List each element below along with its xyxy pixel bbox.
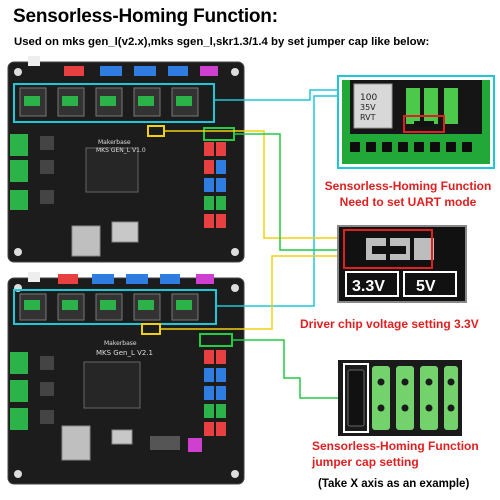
page-subtitle: Used on mks gen_l(v2.x),mks sgen_l,skr1.… — [14, 36, 430, 48]
sd-card-slot — [111, 221, 139, 243]
uart-pins-highlight — [13, 83, 215, 123]
voltage-jumper-selected — [343, 229, 433, 269]
uart-callout-line2: Need to set UART mode — [339, 195, 477, 209]
crystal — [111, 429, 133, 445]
connector-white — [28, 272, 40, 282]
mount-hole — [14, 248, 22, 256]
power-terminal — [10, 408, 28, 430]
capacitor-label-35v: 35V — [360, 103, 376, 112]
callout-lines — [160, 89, 338, 399]
jumper-callout-label: Sensorless-Homing Function jumper cap se… — [312, 438, 479, 470]
uart-jumper-highlight — [403, 115, 445, 133]
connector-blue — [100, 66, 122, 76]
jumper-block — [406, 88, 420, 124]
page-title: Sensorless-Homing Function: — [13, 6, 278, 27]
capacitor — [353, 83, 393, 129]
connector-magenta — [196, 274, 214, 284]
header-pins — [150, 436, 180, 450]
power-terminal — [10, 352, 28, 374]
driver-module-pins — [350, 142, 472, 152]
driver-module-callout: 100 35V RVT — [337, 75, 495, 169]
voltage-option-5v: 5V — [416, 278, 436, 295]
mount-hole — [14, 68, 22, 76]
uart-callout-label: Sensorless-Homing Function Need to set U… — [318, 178, 498, 210]
connector-blue — [126, 274, 148, 284]
usb-port — [71, 225, 101, 257]
bottom-board-brand: Makerbase — [104, 340, 137, 347]
power-terminal — [10, 190, 28, 210]
mount-hole — [231, 68, 239, 76]
connector-blue — [168, 66, 188, 76]
connector-magenta — [200, 66, 218, 76]
power-terminal — [10, 160, 28, 182]
jumper-cap-selected — [343, 363, 369, 433]
connector-blue — [160, 274, 180, 284]
top-board-brand: Makerbase — [98, 139, 131, 146]
mcu-chip — [83, 361, 141, 409]
connector-magenta — [188, 438, 202, 452]
jumper-pin-blocks — [372, 366, 458, 430]
voltage-callout-label: Driver chip voltage setting 3.3V — [300, 317, 479, 331]
mount-hole — [231, 284, 239, 292]
mosfet — [40, 136, 54, 150]
endstop-connectors — [204, 350, 226, 436]
jumper-callout-line1: Sensorless-Homing Function — [312, 439, 479, 453]
bottom-board-model: MKS Gen_L V2.1 — [96, 349, 153, 357]
connector-red — [64, 66, 84, 76]
mount-hole — [231, 248, 239, 256]
mosfet — [40, 356, 54, 370]
uart-pins-highlight — [13, 289, 217, 325]
connector-blue — [92, 274, 114, 284]
voltage-5v-box — [403, 271, 457, 297]
top-board-model: MKS GEN_L V1.0 — [96, 147, 146, 154]
driver-slot-row — [19, 293, 199, 321]
jumper-cap — [347, 369, 365, 427]
jumper-callout-line2: jumper cap setting — [312, 455, 419, 469]
uart-callout-line1: Sensorless-Homing Function — [324, 179, 492, 193]
jumper-callout-note: (Take X axis as an example) — [318, 478, 470, 490]
header-pin — [414, 238, 434, 260]
driver-slot-row — [19, 87, 199, 117]
mosfet — [40, 410, 54, 424]
driver-module-frame — [337, 75, 495, 169]
jumper-block — [424, 88, 438, 124]
connector-red — [58, 274, 78, 284]
voltage-selector-callout: 3.3V 5V — [337, 225, 467, 303]
power-terminal — [10, 380, 28, 402]
connector-blue — [134, 66, 156, 76]
mosfet — [40, 190, 54, 204]
mcu-chip — [85, 147, 139, 193]
top-board: Makerbase MKS GEN_L V1.0 — [7, 56, 245, 263]
endstop-connectors — [204, 142, 226, 228]
connector-white — [28, 56, 40, 66]
power-terminal — [10, 134, 28, 156]
capacitor-label-100: 100 — [360, 93, 377, 103]
jumper-cap-callout — [338, 360, 462, 436]
mosfet — [40, 382, 54, 396]
jumper-block — [444, 88, 458, 124]
mount-hole — [14, 470, 22, 478]
voltage-option-3v3: 3.3V — [352, 278, 385, 295]
mount-hole — [231, 470, 239, 478]
capacitor-label-rvt: RVT — [360, 113, 376, 122]
voltage-3v3-box — [345, 271, 399, 297]
bottom-board: Makerbase MKS Gen_L V2.1 — [7, 272, 245, 485]
usb-port — [61, 425, 91, 461]
mosfet — [40, 160, 54, 174]
jumper-cap — [372, 246, 406, 254]
